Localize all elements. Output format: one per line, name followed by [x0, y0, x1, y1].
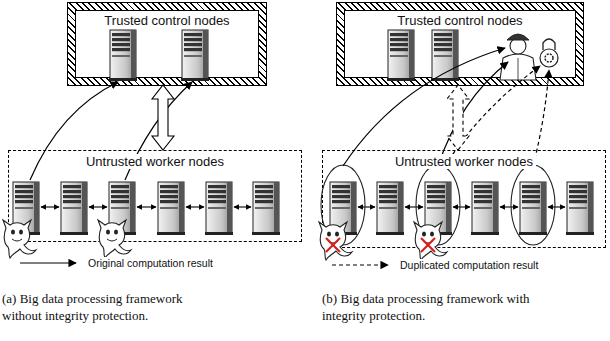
legend-line [20, 262, 76, 263]
peer-link-arrow [186, 206, 204, 207]
original-result-arrow [30, 82, 118, 180]
server-icon [181, 30, 209, 81]
server-icon [252, 182, 280, 235]
attacker-devil-icon [98, 220, 131, 258]
attacker-devil-icon [319, 222, 352, 260]
server-icon [519, 182, 547, 235]
trusted-zone: Trusted control nodes [337, 3, 583, 85]
legend-line [332, 264, 388, 265]
subfigure-caption: (b) Big data processing framework with i… [322, 290, 542, 324]
zone-title: Untrusted worker nodes [83, 154, 227, 169]
server-icon [387, 30, 415, 81]
legend-entry: Original computation result [18, 257, 213, 269]
subfigure-caption: (a) Big data processing framework withou… [2, 290, 222, 324]
legend-entry: Duplicated computation result [330, 259, 538, 271]
duplicated-result-arrow [445, 66, 540, 166]
legend-line-sample [18, 258, 80, 268]
replica-group-ellipse [511, 165, 555, 245]
peer-link-arrow [453, 206, 470, 207]
peer-link-arrow [41, 206, 59, 207]
legend-line-sample [330, 260, 392, 270]
zone-title: Trusted control nodes [394, 13, 525, 28]
peer-link-arrow [405, 206, 423, 207]
server-icon [376, 182, 404, 235]
peer-link-arrow [548, 206, 565, 207]
peer-link-arrow [89, 206, 107, 207]
original-result-arrow [343, 48, 505, 166]
peer-link-arrow [234, 206, 251, 207]
server-icon [566, 182, 594, 235]
duplicated-result-arrow [533, 70, 549, 166]
trusted-zone: Trusted control nodes [68, 3, 266, 85]
attacker-devil-icon [3, 220, 36, 258]
attacker-devil-icon [414, 222, 447, 260]
server-icon [109, 30, 137, 81]
legend-text: Original computation result [88, 257, 213, 269]
zone-title: Trusted control nodes [101, 13, 232, 28]
server-icon [60, 182, 88, 235]
peer-link-arrow [358, 206, 375, 207]
hollow-double-arrow [152, 85, 174, 150]
peer-link-arrow [500, 206, 518, 207]
original-result-arrow [438, 62, 508, 166]
original-result-arrow [125, 82, 192, 180]
server-icon [157, 182, 185, 235]
peer-link-arrow [137, 206, 156, 207]
lock-checker-icon [540, 39, 558, 67]
server-icon [471, 182, 499, 235]
server-icon [205, 182, 233, 235]
hollow-double-arrow [447, 85, 469, 150]
zone-title: Untrusted worker nodes [392, 154, 536, 169]
legend-text: Duplicated computation result [400, 259, 538, 271]
